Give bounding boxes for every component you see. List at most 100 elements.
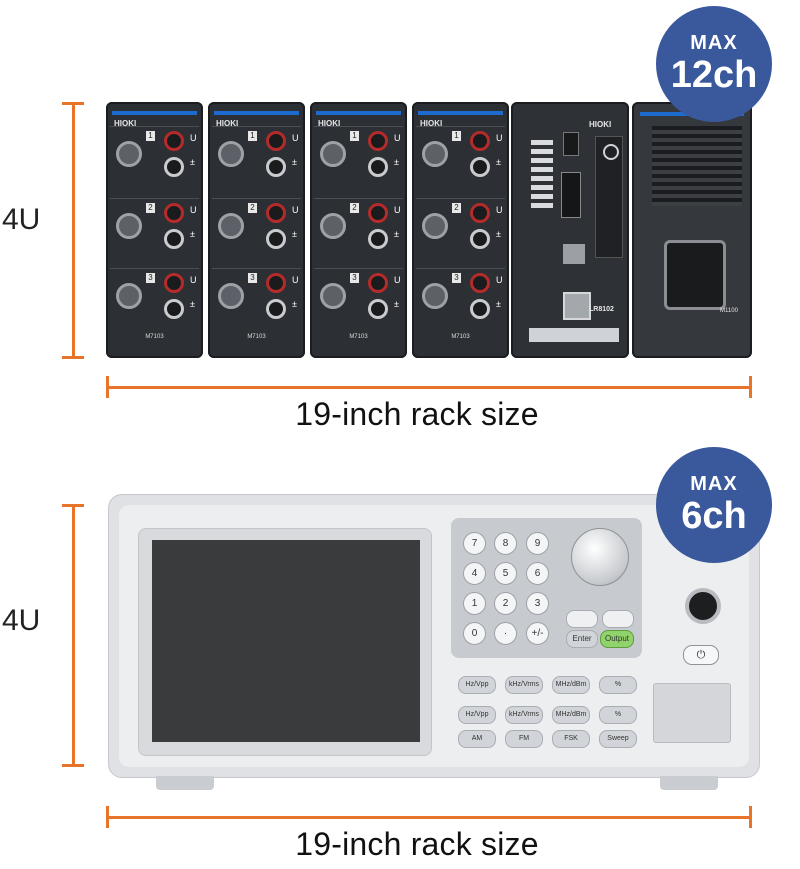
channel-u-mark: U: [190, 275, 197, 285]
function-key[interactable]: Sweep: [599, 730, 637, 748]
channel-number: 2: [452, 203, 461, 213]
keypad-key[interactable]: 5: [494, 562, 517, 585]
bottom-width-line: [108, 816, 750, 819]
channel-u-mark: U: [292, 275, 299, 285]
power-button[interactable]: ⏻: [683, 645, 719, 665]
voltage-input-common: [368, 229, 388, 249]
channel-pm-mark: ±: [496, 299, 501, 309]
output-button[interactable]: Output: [600, 630, 634, 648]
voltage-input-common: [368, 157, 388, 177]
bottom-badge-max: MAX: [690, 473, 738, 495]
function-key[interactable]: %: [599, 706, 637, 724]
keypad-key[interactable]: 3: [526, 592, 549, 615]
channel-number: 3: [248, 273, 257, 283]
function-key[interactable]: Hz/Vpp: [458, 676, 496, 694]
output-connector: [685, 588, 721, 624]
logger-bottom-block: [529, 328, 619, 342]
keypad-key[interactable]: 1: [463, 592, 486, 615]
enter-button[interactable]: Enter: [566, 630, 598, 648]
function-key[interactable]: MHz/dBm: [552, 706, 590, 724]
keypad-key[interactable]: 4: [463, 562, 486, 585]
sd-card-slot: [563, 132, 579, 156]
vent-grille: [652, 126, 742, 206]
front-panel-pad: [653, 683, 731, 743]
keypad-key[interactable]: 0: [463, 622, 486, 645]
keypad-key[interactable]: 9: [526, 532, 549, 555]
voltage-input-u: [266, 203, 286, 223]
bottom-max-channels-badge: MAX 6ch: [656, 447, 772, 563]
channel-pm-mark: ±: [292, 299, 297, 309]
generator-foot-right: [660, 776, 718, 790]
channel-u-mark: U: [190, 205, 197, 215]
current-sensor-input: [320, 141, 346, 167]
module-topbar: [418, 111, 503, 115]
current-sensor-input: [116, 141, 142, 167]
power-led: [603, 144, 619, 160]
voltage-input-common: [164, 299, 184, 319]
top-badge-max: MAX: [690, 32, 738, 54]
top-max-channels-badge: MAX 12ch: [656, 6, 772, 122]
generator-foot-left: [156, 776, 214, 790]
soft-key-1[interactable]: [566, 610, 598, 628]
module-model: M7103: [349, 334, 368, 340]
function-key[interactable]: AM: [458, 730, 496, 748]
bottom-badge-count: 6ch: [681, 495, 747, 537]
current-sensor-input: [218, 141, 244, 167]
function-key[interactable]: kHz/Vrms: [505, 676, 543, 694]
voltage-input-common: [164, 157, 184, 177]
top-width-cap-left: [106, 376, 109, 398]
channel-number: 1: [146, 131, 155, 141]
channel-number: 3: [146, 273, 155, 283]
voltage-input-common: [470, 299, 490, 319]
bottom-rack-size-label: 19-inch rack size: [295, 826, 539, 862]
function-key[interactable]: FSK: [552, 730, 590, 748]
channel-number: 1: [452, 131, 461, 141]
current-sensor-input: [116, 213, 142, 239]
keypad-key[interactable]: 2: [494, 592, 517, 615]
current-sensor-input: [320, 283, 346, 309]
keypad-key[interactable]: 7: [463, 532, 486, 555]
top-width-cap-right: [749, 376, 752, 398]
voltage-input-u: [470, 203, 490, 223]
channel-pm-mark: ±: [292, 157, 297, 167]
function-key[interactable]: kHz/Vrms: [505, 706, 543, 724]
channel-u-mark: U: [394, 275, 401, 285]
current-sensor-input: [116, 283, 142, 309]
soft-key-2[interactable]: [602, 610, 634, 628]
function-key[interactable]: FM: [505, 730, 543, 748]
keypad-key[interactable]: ·: [494, 622, 517, 645]
function-key[interactable]: MHz/dBm: [552, 676, 590, 694]
channel-u-mark: U: [496, 275, 503, 285]
keypad-key[interactable]: 6: [526, 562, 549, 585]
channel-pm-mark: ±: [394, 229, 399, 239]
keypad-key[interactable]: 8: [494, 532, 517, 555]
current-sensor-input: [218, 213, 244, 239]
channel-number: 2: [350, 203, 359, 213]
top-height-label: 4U: [2, 203, 41, 236]
voltage-input-common: [368, 299, 388, 319]
rotary-knob[interactable]: [571, 528, 629, 586]
module-channel: 3 U ±: [212, 268, 301, 337]
bottom-width-cap-right: [749, 806, 752, 828]
channel-u-mark: U: [496, 205, 503, 215]
power-model: M1100: [720, 308, 738, 314]
function-key[interactable]: Hz/Vpp: [458, 706, 496, 724]
voltage-input-common: [266, 299, 286, 319]
current-sensor-input: [422, 213, 448, 239]
current-sensor-input: [422, 283, 448, 309]
bottom-height-line: [72, 504, 75, 766]
channel-pm-mark: ±: [394, 299, 399, 309]
top-height-line: [72, 102, 75, 358]
channel-pm-mark: ±: [190, 157, 195, 167]
voltage-input-u: [368, 203, 388, 223]
keypad-key[interactable]: +/-: [526, 622, 549, 645]
function-key[interactable]: %: [599, 676, 637, 694]
channel-number: 1: [350, 131, 359, 141]
